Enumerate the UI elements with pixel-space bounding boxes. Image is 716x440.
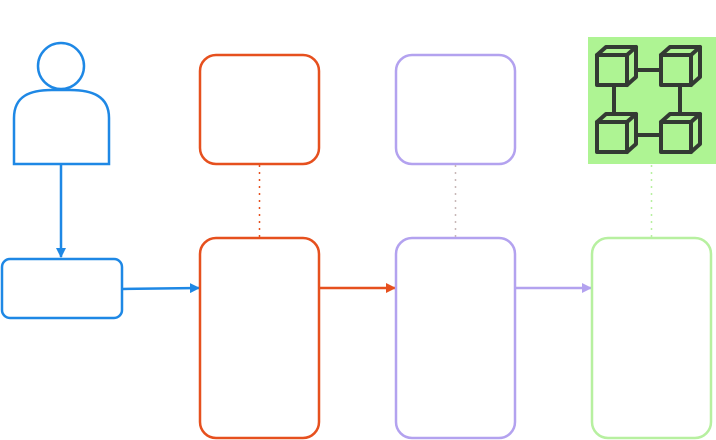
blockchain-icon [588,37,716,164]
stage3-body-box [590,236,713,440]
stage1-header-box [198,53,321,166]
stage2-body-box [394,236,517,440]
input-to-stage1-arrow [121,283,200,294]
user-icon [12,41,111,166]
input-box [0,257,124,320]
stage1-body-box [198,236,321,440]
stage2-header-box [394,53,517,166]
